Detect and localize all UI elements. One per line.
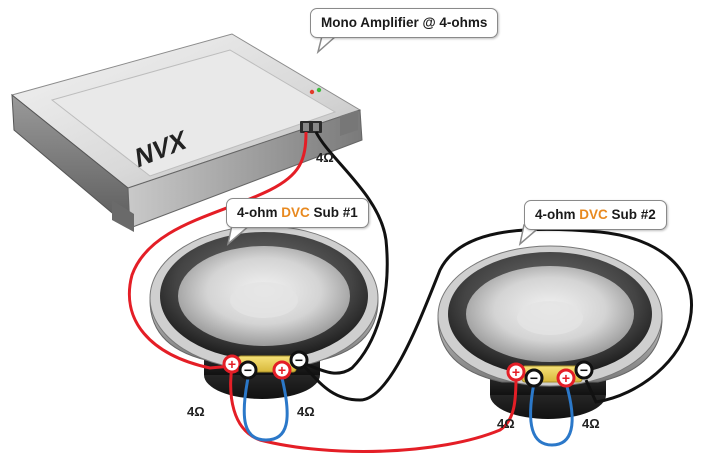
wire-amp-negative <box>299 131 389 375</box>
amp-terminal-impedance: 4Ω <box>316 150 334 165</box>
amp-callout: Mono Amplifier @ 4-ohms <box>310 8 499 38</box>
sub2-left-coil-impedance: 4Ω <box>497 416 515 431</box>
sub1-left-coil-impedance: 4Ω <box>187 404 205 419</box>
sub1-callout-dvc: DVC <box>281 205 310 220</box>
sub2-terminal-negative-a <box>524 368 544 388</box>
sub2-terminal-positive-a <box>506 362 526 382</box>
sub2-terminal-positive-b <box>556 368 576 388</box>
sub2-minus-a: − <box>530 370 538 386</box>
sub2-plus-b: + <box>562 370 570 386</box>
sub1-plus-b: + <box>278 362 286 378</box>
amp-callout-pointer <box>316 35 338 55</box>
sub2-jumper-wire <box>529 382 574 447</box>
sub2-callout-suffix: Sub #2 <box>607 207 656 222</box>
sub1-callout-suffix: Sub #1 <box>309 205 358 220</box>
amp-callout-label: Mono Amplifier @ 4-ohms <box>321 15 488 30</box>
sub2-plus-a: + <box>512 364 520 380</box>
wire-amp-positive-to-sub1 <box>127 131 308 370</box>
subwoofer-2 <box>437 245 663 419</box>
mono-amplifier <box>10 33 363 232</box>
sub2-terminal-negative-b <box>574 360 594 380</box>
sub2-terminals: + − + − <box>506 360 594 388</box>
sub1-terminal-positive-b <box>272 360 292 380</box>
sub2-callout: 4-ohm DVC Sub #2 <box>524 200 667 230</box>
sub1-jumper-wire <box>242 377 289 442</box>
wire-sub1-negative-to-sub2-negative <box>298 227 693 404</box>
sub1-terminal-positive-a <box>222 354 242 374</box>
wire-sub1-positive-to-sub2-positive <box>229 365 518 453</box>
sub1-callout: 4-ohm DVC Sub #1 <box>226 198 369 228</box>
sub2-minus-b: − <box>580 362 588 378</box>
sub1-callout-prefix: 4-ohm <box>237 205 282 220</box>
sub1-terminal-negative-a <box>238 360 258 380</box>
sub1-minus-a: − <box>244 362 252 378</box>
sub1-terminals: + − + − <box>222 350 309 380</box>
sub1-right-coil-impedance: 4Ω <box>297 404 315 419</box>
sub2-callout-prefix: 4-ohm <box>535 207 580 222</box>
sub2-callout-dvc: DVC <box>579 207 608 222</box>
sub1-terminal-negative-b <box>289 350 309 370</box>
sub1-plus-a: + <box>228 356 236 372</box>
sub1-minus-b: − <box>295 352 303 368</box>
sub2-right-coil-impedance: 4Ω <box>582 416 600 431</box>
